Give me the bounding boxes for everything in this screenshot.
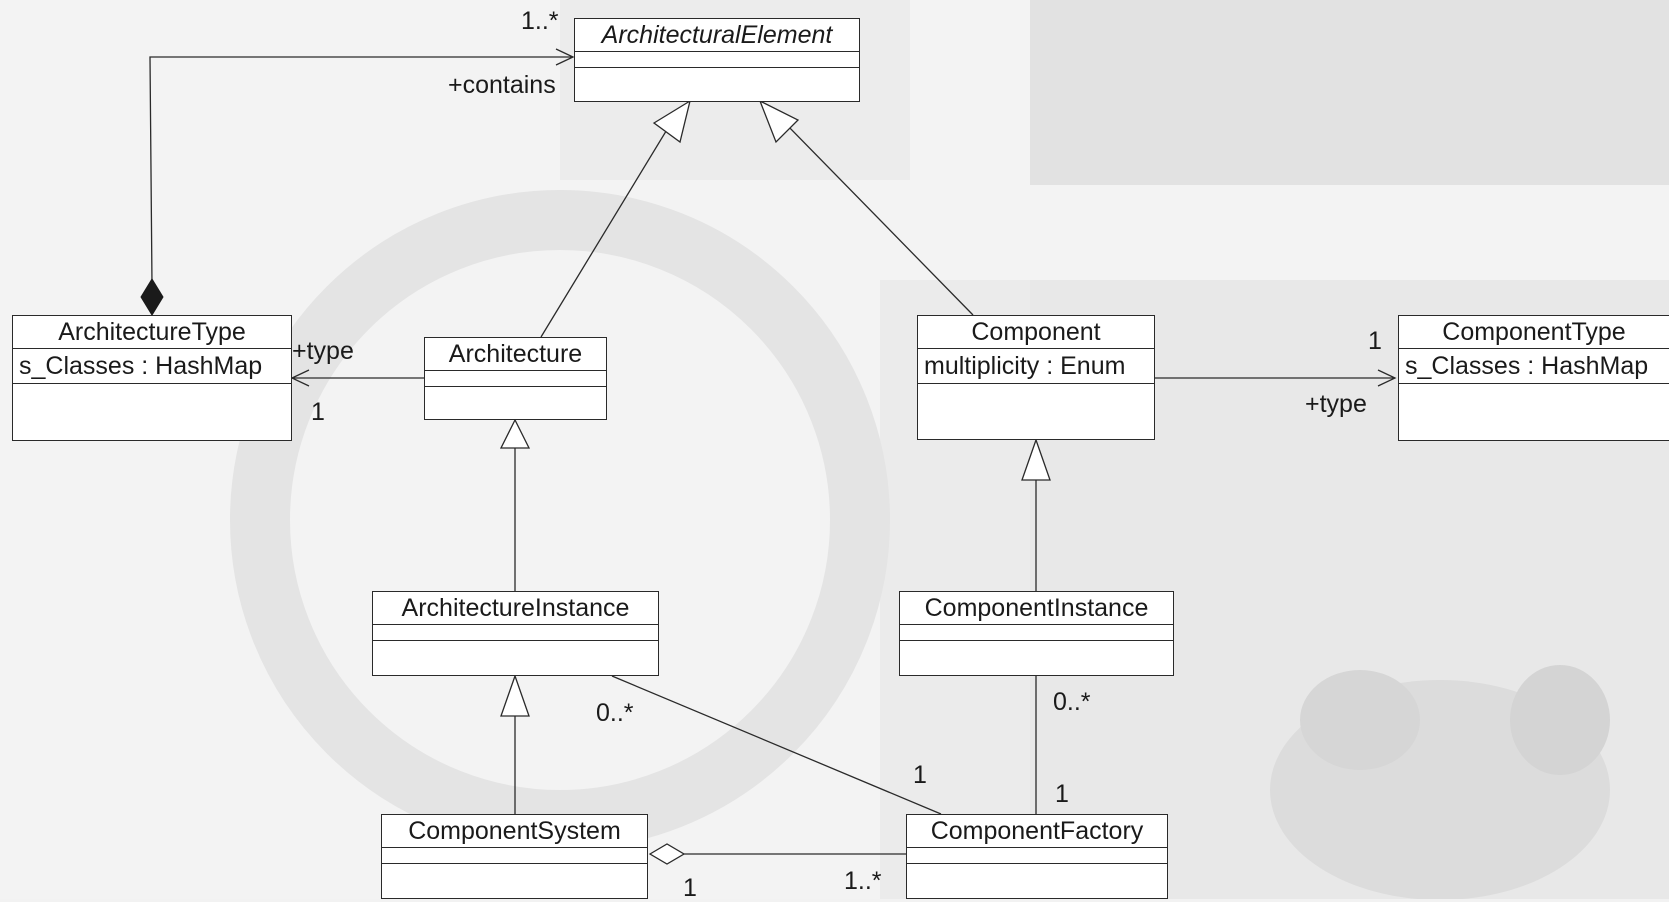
- multiplicity-label: 0..*: [1053, 688, 1091, 716]
- generalization-triangle: [499, 418, 531, 449]
- class-name: ArchitecturalElement: [575, 19, 859, 52]
- role-label: +type: [292, 337, 354, 365]
- class-attributes: [382, 848, 647, 864]
- generalization-line-architecture: [540, 122, 672, 338]
- class-component-type[interactable]: ComponentType s_Classes : HashMap: [1398, 315, 1669, 441]
- open-arrowhead: [290, 369, 310, 387]
- class-component-system[interactable]: ComponentSystem: [381, 814, 648, 899]
- multiplicity-label: 1: [683, 874, 697, 902]
- class-operations: [425, 387, 606, 419]
- class-operations: [373, 641, 658, 675]
- class-component-factory[interactable]: ComponentFactory: [906, 814, 1168, 899]
- generalization-triangle: [758, 99, 800, 144]
- composition-diamond: [140, 278, 164, 316]
- class-attributes: [907, 848, 1167, 864]
- multiplicity-label: 1: [311, 398, 325, 426]
- class-attributes: s_Classes : HashMap: [1399, 349, 1669, 384]
- role-label: +contains: [448, 71, 556, 99]
- class-component-instance[interactable]: ComponentInstance: [899, 591, 1174, 676]
- class-component[interactable]: Component multiplicity : Enum: [917, 315, 1155, 440]
- class-name: Architecture: [425, 338, 606, 371]
- class-attributes: multiplicity : Enum: [918, 349, 1154, 384]
- class-name: ComponentType: [1399, 316, 1669, 349]
- generalization-line-component: [784, 122, 974, 316]
- generalization-triangle: [652, 99, 692, 144]
- open-arrowhead: [555, 48, 575, 66]
- generalization-triangle: [500, 674, 530, 717]
- class-name: ArchitectureInstance: [373, 592, 658, 625]
- class-attributes: [900, 625, 1173, 641]
- class-operations: [1399, 384, 1669, 440]
- class-architecture[interactable]: Architecture: [424, 337, 607, 420]
- class-attributes: [373, 625, 658, 641]
- class-architectural-element[interactable]: ArchitecturalElement: [574, 18, 860, 102]
- class-operations: [900, 641, 1173, 675]
- multiplicity-label: 1: [1368, 327, 1382, 355]
- role-label: +type: [1305, 390, 1367, 418]
- multiplicity-label: 1..*: [844, 867, 882, 895]
- open-arrowhead: [1377, 369, 1397, 387]
- class-attributes: [575, 52, 859, 68]
- composition-line: [149, 56, 573, 286]
- class-operations: [382, 864, 647, 898]
- multiplicity-label: 1..*: [521, 7, 559, 35]
- class-operations: [13, 384, 291, 440]
- class-name: ComponentInstance: [900, 592, 1173, 625]
- class-operations: [907, 864, 1167, 898]
- class-architecture-instance[interactable]: ArchitectureInstance: [372, 591, 659, 676]
- class-attributes: [425, 371, 606, 387]
- class-name: ComponentFactory: [907, 815, 1167, 848]
- class-name: ArchitectureType: [13, 316, 291, 349]
- multiplicity-label: 1: [913, 761, 927, 789]
- class-operations: [918, 384, 1154, 439]
- multiplicity-label: 1: [1055, 780, 1069, 808]
- class-attributes: s_Classes : HashMap: [13, 349, 291, 384]
- class-operations: [575, 68, 859, 101]
- aggregation-diamond: [648, 843, 686, 865]
- class-name: Component: [918, 316, 1154, 349]
- class-name: ComponentSystem: [382, 815, 647, 848]
- association-line-instance-factory: [611, 675, 942, 815]
- generalization-triangle: [1021, 438, 1051, 481]
- class-architecture-type[interactable]: ArchitectureType s_Classes : HashMap: [12, 315, 292, 441]
- multiplicity-label: 0..*: [596, 699, 634, 727]
